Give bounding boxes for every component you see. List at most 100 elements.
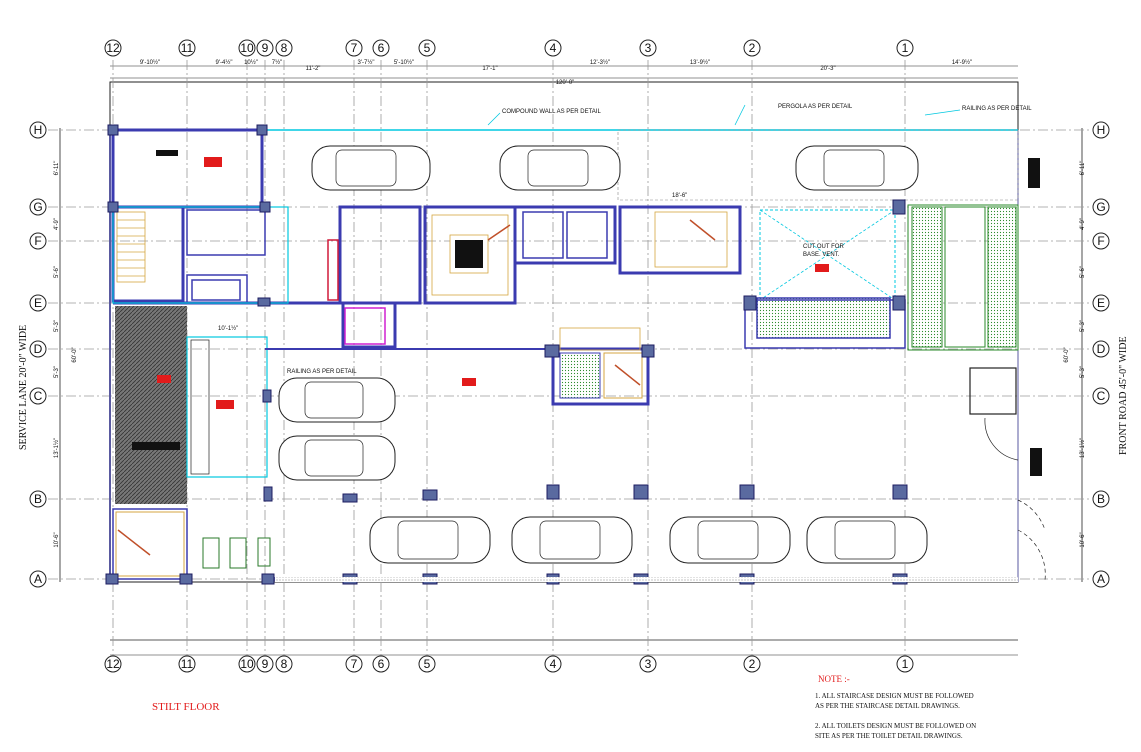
dim-4-3: 12'-3½" (590, 59, 610, 66)
note-line-2a: 2. ALL TOILETS DESIGN MUST BE FOLLOWED O… (815, 722, 976, 730)
dim-2-1: 20'-3" (820, 66, 835, 72)
car (511, 516, 633, 564)
row-bubbles-right: H G F E D C B A (1092, 121, 1110, 588)
column-bubbles-bottom: 12 11 10 9 8 7 6 5 4 3 2 1 (104, 655, 914, 673)
grid-label-12-top: 12 (106, 41, 120, 55)
side-dimensions: 6'-11" 4'-9" 5'-6" 5'-3" 5'-3" 13'-1½" 1… (53, 161, 1086, 548)
grid-label-7-bottom: 7 (351, 657, 358, 671)
car (795, 145, 919, 191)
grid-label-7-top: 7 (351, 41, 358, 55)
grid-label-8-top: 8 (281, 41, 288, 55)
car (669, 516, 791, 564)
grid-label-D-right: D (1097, 342, 1106, 356)
grid-label-6-top: 6 (378, 41, 385, 55)
grid-label-11-top: 11 (181, 41, 194, 55)
pergola-label: PERGOLA AS PER DETAIL (778, 104, 853, 110)
lower-stair (462, 327, 650, 406)
dim-left-E-D: 5'-3" (54, 320, 60, 332)
dim-right-G-F: 4'-9" (1080, 218, 1086, 230)
note-heading: NOTE :- (818, 674, 850, 684)
dim-1-edge: 14'-9½" (952, 59, 972, 66)
cut-out-zone: CUT OUT FOR BASE. VENT. (744, 209, 906, 349)
dim-right-H-G: 6'-11" (1080, 161, 1086, 176)
grid-label-1-top: 1 (902, 41, 909, 55)
dim-10-9: 10½" (244, 59, 258, 66)
compound-wall-label: COMPOUND WALL AS PER DETAIL (502, 109, 601, 115)
gravel-edge (275, 577, 1018, 582)
car (278, 377, 396, 423)
car (499, 145, 621, 191)
grid-label-10-bottom: 10 (240, 657, 254, 671)
railing-top-label: RAILING AS PER DETAIL (962, 106, 1032, 112)
dim-9-8: 7½" (272, 59, 282, 66)
dim-left-B-A: 10'-6" (54, 532, 60, 547)
dim-right-F-E: 5'-6" (1080, 266, 1086, 278)
car (278, 435, 396, 481)
grid-label-A-left: A (34, 572, 42, 586)
grid-label-12-bottom: 12 (106, 657, 120, 671)
overall-width-dim-right: 60'-0" (1064, 347, 1070, 362)
grid-label-D-left: D (34, 342, 43, 356)
grid-label-E-right: E (1097, 296, 1105, 310)
top-left-rooms (111, 128, 340, 305)
car (369, 516, 491, 564)
note-line-1b: AS PER THE STAIRCASE DETAIL DRAWINGS. (815, 702, 960, 710)
grid-label-5-top: 5 (424, 41, 431, 55)
grid-label-F-left: F (34, 234, 41, 248)
dim-right-E-D: 5'-3" (1080, 320, 1086, 332)
dim-3-2: 13'-9½" (690, 59, 710, 66)
grid-label-E-left: E (34, 296, 42, 310)
car (311, 145, 431, 191)
parking-cars (278, 145, 928, 564)
dim-11-10: 9'-4½" (216, 59, 233, 66)
grid-label-1-bottom: 1 (902, 657, 909, 671)
grid-label-9-bottom: 9 (262, 657, 269, 671)
ramp (115, 306, 187, 504)
overall-length-dim: 120'-0" (556, 80, 575, 86)
dim-12-11: 9'-10½" (140, 59, 160, 66)
dim-left-F-E: 5'-6" (54, 266, 60, 278)
grid-label-G-right: G (1096, 200, 1105, 214)
entrance-gate (969, 158, 1046, 581)
grid-label-10-top: 10 (240, 41, 254, 55)
dim-right-B-A: 10'-6" (1080, 532, 1086, 547)
dim-left-G-F: 4'-9" (54, 218, 60, 230)
dim-left-C-B: 13'-1½" (53, 438, 60, 458)
dim-8-7: 11'-2" (306, 66, 321, 72)
grid-label-2-top: 2 (749, 41, 756, 55)
notes-block: NOTE :- 1. ALL STAIRCASE DESIGN MUST BE … (815, 674, 976, 740)
mid-left-zone: 10'-1½" RAILING AS PER DETAIL (186, 325, 357, 478)
car (806, 516, 928, 564)
top-dimensions: 9'-10½" 9'-4½" 10½" 7½" 11'-2" 3'-7½" 5'… (140, 59, 972, 86)
dim-5-4: 17'-1" (482, 66, 497, 72)
grid-label-A-right: A (1097, 572, 1105, 586)
grid-label-B-left: B (34, 492, 42, 506)
structural-columns (105, 124, 908, 585)
dim-left-H-G: 6'-11" (54, 161, 60, 176)
grid-label-8-bottom: 8 (281, 657, 288, 671)
row-bubbles-left: H G F E D C B A (29, 121, 47, 588)
grid-label-G-left: G (33, 200, 42, 214)
cutout-label: CUT OUT FOR (803, 244, 844, 250)
cutout-label-2: BASE. VENT. (803, 252, 840, 258)
grid-label-9-top: 9 (262, 41, 269, 55)
inner-dimension: 10'-1½" (218, 325, 238, 332)
grid-label-2-bottom: 2 (749, 657, 756, 671)
grid-label-4-bottom: 4 (550, 657, 557, 671)
grid-label-C-left: C (34, 389, 43, 403)
railing-mid-label: RAILING AS PER DETAIL (287, 369, 357, 375)
dim-right-D-C: 5'-3" (1080, 366, 1086, 378)
grid-label-B-right: B (1097, 492, 1105, 506)
grid-label-H-right: H (1097, 123, 1106, 137)
note-line-1a: 1. ALL STAIRCASE DESIGN MUST BE FOLLOWED (815, 692, 974, 700)
grid-label-11-bottom: 11 (181, 657, 194, 671)
grid-label-4-top: 4 (550, 41, 557, 55)
note-line-2b: SITE AS PER THE TOILET DETAIL DRAWINGS. (815, 732, 963, 740)
dim-right-C-B: 13'-1½" (1079, 438, 1086, 458)
grid-label-H-left: H (34, 123, 43, 137)
dim-7-6: 3'-7½" (358, 59, 375, 66)
landscape-strip (907, 204, 1019, 351)
grid-label-6-bottom: 6 (378, 657, 385, 671)
dim-left-D-C: 5'-3" (54, 366, 60, 378)
